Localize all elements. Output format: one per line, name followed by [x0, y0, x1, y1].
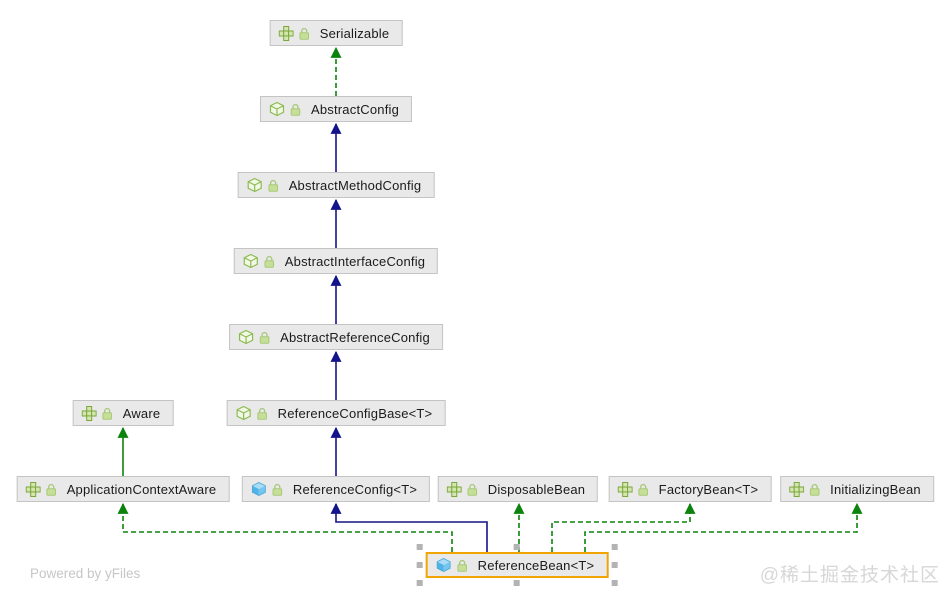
interface-icon [789, 481, 805, 497]
lock-icon [638, 483, 649, 496]
lock-icon [299, 27, 310, 40]
abstract-class-icon [269, 101, 285, 117]
node-aware[interactable]: Aware [72, 400, 174, 426]
interface-icon [446, 481, 462, 497]
lock-icon [272, 483, 283, 496]
edge-referencebean-implements-factorybean[interactable] [551, 502, 696, 552]
node-abstract-reference-config[interactable]: AbstractReferenceConfig [229, 324, 443, 350]
node-label: ApplicationContextAware [66, 481, 217, 497]
node-reference-config[interactable]: ReferenceConfig<T> [241, 476, 431, 502]
node-abstract-method-config[interactable]: AbstractMethodConfig [237, 172, 435, 198]
powered-by-yfiles-watermark: Powered by yFiles [30, 566, 141, 581]
edge-referencebean-extends-referenceconfig[interactable] [330, 502, 488, 552]
selection-handle[interactable] [416, 562, 423, 568]
node-abstract-config[interactable]: AbstractConfig [259, 96, 413, 122]
selection-handle[interactable] [416, 580, 423, 586]
class-icon [251, 481, 267, 497]
site-watermark: @稀土掘金技术社区 [759, 565, 940, 586]
lock-icon [457, 559, 468, 572]
node-factory-bean[interactable]: FactoryBean<T> [608, 476, 772, 502]
node-serializable[interactable]: Serializable [269, 20, 403, 46]
lock-icon [809, 483, 820, 496]
node-label: DisposableBean [487, 481, 586, 497]
edge-referencebean-implements-applicationcontextaware[interactable] [117, 502, 453, 552]
selection-handle[interactable] [611, 562, 618, 568]
class-icon [436, 557, 452, 573]
edge-referencebean-implements-initializingbean[interactable] [584, 502, 863, 552]
selection-handle[interactable] [513, 544, 520, 550]
abstract-class-icon [238, 329, 254, 345]
lock-icon [264, 255, 275, 268]
node-application-context-aware[interactable]: ApplicationContextAware [16, 476, 230, 502]
selection-handle[interactable] [611, 544, 618, 550]
node-reference-bean[interactable]: ReferenceBean<T> [416, 544, 618, 586]
lock-icon [259, 331, 270, 344]
node-label: ReferenceConfig<T> [292, 481, 418, 497]
node-disposable-bean[interactable]: DisposableBean [437, 476, 599, 502]
node-label: ReferenceConfigBase<T> [277, 405, 433, 421]
node-label: AbstractReferenceConfig [280, 329, 430, 345]
lock-icon [257, 407, 268, 420]
lock-icon [290, 103, 301, 116]
node-abstract-interface-config[interactable]: AbstractInterfaceConfig [233, 248, 439, 274]
selection-handle[interactable] [416, 544, 423, 550]
abstract-class-icon [247, 177, 263, 193]
lock-icon [46, 483, 57, 496]
node-label: AbstractConfig [310, 101, 400, 117]
lock-icon [268, 179, 279, 192]
node-label: ReferenceBean<T> [477, 557, 595, 573]
lock-icon [467, 483, 478, 496]
selection-handle[interactable] [513, 580, 520, 586]
node-label: AbstractMethodConfig [288, 177, 422, 193]
abstract-class-icon [236, 405, 252, 421]
node-label: FactoryBean<T> [658, 481, 759, 497]
interface-icon [25, 481, 41, 497]
abstract-class-icon [243, 253, 259, 269]
selection-handle[interactable] [611, 580, 618, 586]
node-initializing-bean[interactable]: InitializingBean [780, 476, 934, 502]
lock-icon [102, 407, 113, 420]
interface-icon [81, 405, 97, 421]
node-reference-config-base[interactable]: ReferenceConfigBase<T> [226, 400, 446, 426]
node-label: InitializingBean [830, 481, 921, 497]
node-label: Serializable [319, 25, 390, 41]
node-label: Aware [122, 405, 161, 421]
node-label: AbstractInterfaceConfig [284, 253, 426, 269]
interface-icon [617, 481, 633, 497]
interface-icon [278, 25, 294, 41]
